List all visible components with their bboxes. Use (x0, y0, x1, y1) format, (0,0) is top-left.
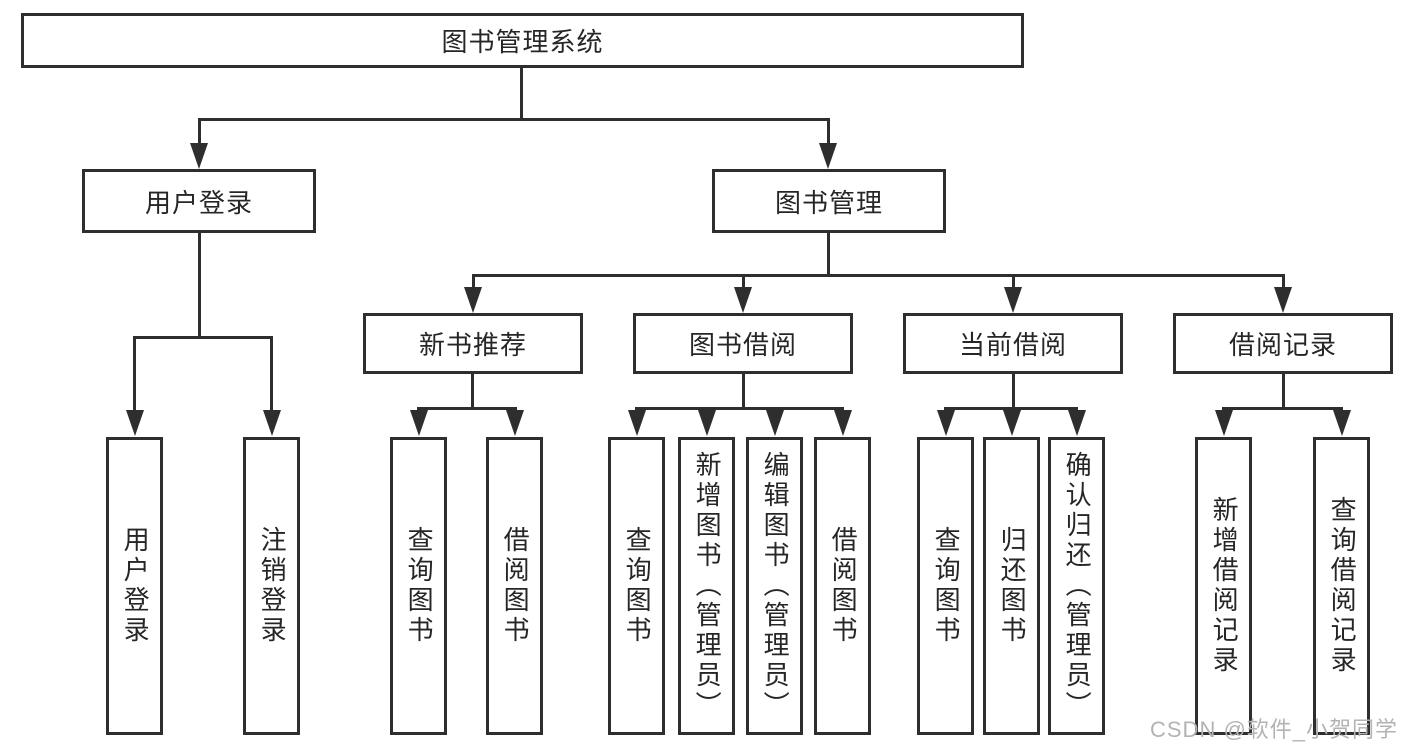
node-book-borrowing: 图书借阅 (633, 313, 853, 374)
node-query-books-recommend: 查询图书 (390, 437, 447, 735)
arrow-down-icon (506, 410, 524, 436)
node-label: 新书推荐 (418, 330, 527, 360)
connector-new-book-stem (471, 374, 474, 409)
connector-new-book-crossbar (417, 407, 517, 410)
node-label: 用户登录 (120, 526, 151, 646)
connector-user-login-crossbar (133, 336, 273, 339)
arrow-down-icon (1068, 410, 1086, 436)
node-library-management-system: 图书管理系统 (21, 13, 1024, 68)
node-label: 查询借阅记录 (1327, 496, 1358, 676)
connector-stem-book-borrowing (742, 274, 745, 288)
node-label: 确认归还（管理员） (1062, 451, 1093, 721)
connector-book-management-crossbar (472, 274, 1285, 277)
node-return-books: 归还图书 (983, 437, 1040, 735)
node-label: 查询图书 (622, 526, 653, 646)
node-borrow-books-recommend: 借阅图书 (486, 437, 543, 735)
connector-current-borrowing-stem (1012, 374, 1015, 409)
node-label: 查询图书 (404, 526, 435, 646)
node-borrowing-records: 借阅记录 (1173, 313, 1393, 374)
node-label: 借阅记录 (1228, 330, 1337, 360)
node-label: 图书管理系统 (441, 27, 604, 57)
connector-stem-borrowing-records (1282, 274, 1285, 288)
arrow-down-icon (190, 143, 208, 169)
node-logout-leaf: 注销登录 (243, 437, 300, 735)
node-query-borrow-record: 查询借阅记录 (1313, 437, 1370, 735)
arrow-down-icon (698, 410, 716, 436)
arrow-down-icon (628, 410, 646, 436)
connector-borrowing-records-stem (1282, 374, 1285, 409)
node-label: 用户登录 (144, 187, 253, 218)
node-current-borrowing: 当前借阅 (903, 313, 1123, 374)
node-label: 图书管理 (774, 187, 883, 218)
connector-user-login-stem (198, 233, 201, 338)
arrow-down-icon (819, 143, 837, 169)
connector-stem-current-borrowing (1012, 274, 1015, 288)
node-edit-books-admin: 编辑图书（管理员） (746, 437, 803, 735)
connector-root-stem (520, 68, 523, 120)
arrow-down-icon (464, 287, 482, 313)
arrow-down-icon (126, 410, 144, 436)
connector-stem-new-book (472, 274, 475, 288)
connector-book-management-stem (827, 233, 830, 277)
node-borrow-books-borrowing: 借阅图书 (814, 437, 871, 735)
node-confirm-return-admin: 确认归还（管理员） (1048, 437, 1105, 735)
node-label: 借阅图书 (500, 526, 531, 646)
arrow-down-icon (1274, 287, 1292, 313)
node-user-login-leaf: 用户登录 (106, 437, 163, 735)
arrow-down-icon (834, 410, 852, 436)
node-label: 注销登录 (257, 526, 288, 646)
arrow-down-icon (263, 410, 281, 436)
connector-stem-login-leaf (133, 336, 136, 412)
csdn-watermark: CSDN @软件_小贺同学 (1150, 717, 1399, 742)
arrow-down-icon (410, 410, 428, 436)
arrow-down-icon (1333, 410, 1351, 436)
node-label: 编辑图书（管理员） (760, 451, 791, 721)
node-query-books-current: 查询图书 (917, 437, 974, 735)
connector-stem-logout-leaf (270, 336, 273, 412)
connector-borrowing-records-crossbar (1222, 407, 1343, 410)
node-query-books-borrowing: 查询图书 (608, 437, 665, 735)
node-label: 当前借阅 (958, 330, 1067, 360)
node-label: 新增图书（管理员） (692, 451, 723, 721)
connector-stem-book-management (827, 118, 830, 146)
node-label: 借阅图书 (828, 526, 859, 646)
arrow-down-icon (1003, 410, 1021, 436)
node-add-books-admin: 新增图书（管理员） (678, 437, 735, 735)
connector-root-crossbar (198, 118, 830, 121)
arrow-down-icon (937, 410, 955, 436)
node-book-management: 图书管理 (712, 169, 946, 233)
node-user-login: 用户登录 (82, 169, 316, 233)
connector-stem-user-login (198, 118, 201, 146)
connector-book-borrowing-stem (742, 374, 745, 409)
arrow-down-icon (1215, 410, 1233, 436)
arrow-down-icon (1004, 287, 1022, 313)
connector-book-borrowing-crossbar (635, 407, 844, 410)
node-label: 新增借阅记录 (1209, 496, 1240, 676)
node-label: 查询图书 (931, 526, 962, 646)
node-label: 归还图书 (997, 526, 1028, 646)
node-add-borrow-record: 新增借阅记录 (1195, 437, 1252, 735)
connector-current-borrowing-crossbar (944, 407, 1078, 410)
node-label: 图书借阅 (688, 330, 797, 360)
arrow-down-icon (734, 287, 752, 313)
node-new-book-recommendation: 新书推荐 (363, 313, 583, 374)
arrow-down-icon (766, 410, 784, 436)
